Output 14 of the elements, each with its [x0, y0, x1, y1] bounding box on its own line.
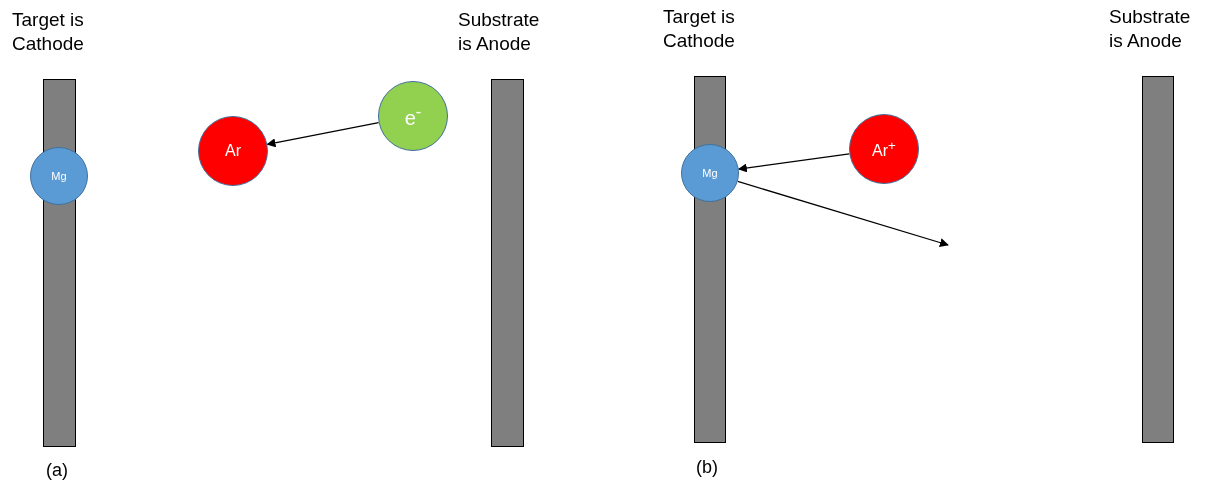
particle-circle: Ar — [198, 116, 268, 186]
electrode-label: Target is Cathode — [12, 8, 85, 56]
arrow — [737, 180, 949, 247]
panel-label: (a) — [46, 460, 68, 481]
particle-circle: Mg — [681, 144, 739, 202]
arrow — [266, 122, 380, 148]
particle-circle: Mg — [30, 147, 88, 205]
particle-circle: e$^{-}$ — [378, 81, 448, 151]
electrode-label: Substrate is Anode — [1109, 5, 1189, 53]
electrode-label: Target is Cathode — [663, 5, 736, 53]
electrode-label: Substrate is Anode — [458, 8, 538, 56]
particle-circle: Ar$^{+}$ — [849, 114, 919, 184]
arrow — [737, 153, 850, 173]
panel-label: (b) — [696, 457, 718, 478]
